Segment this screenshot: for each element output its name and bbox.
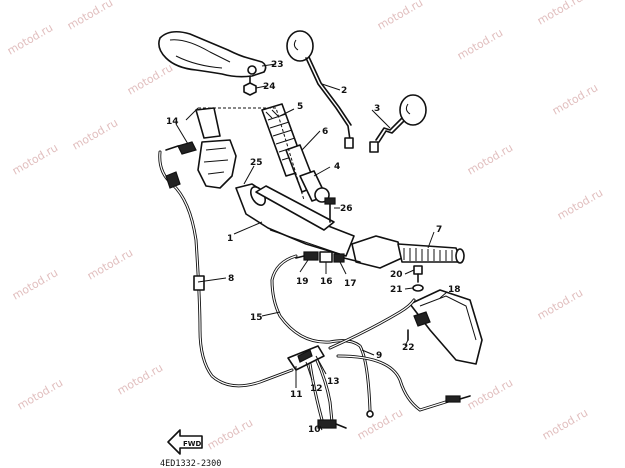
callout-9: 9 xyxy=(376,351,382,361)
callout-18: 18 xyxy=(448,285,461,295)
handlebar-part xyxy=(235,183,355,257)
callout-20: 20 xyxy=(390,270,403,280)
cable-junction-part xyxy=(287,345,325,371)
cable-part xyxy=(158,150,294,388)
watermark: motod.ru xyxy=(555,186,605,222)
callout-4: 4 xyxy=(334,162,340,172)
watermark: motod.ru xyxy=(85,246,135,282)
cable-part xyxy=(270,254,374,418)
callout-12: 12 xyxy=(310,384,323,394)
callout-8: 8 xyxy=(228,274,234,284)
watermark: motod.ru xyxy=(10,266,60,302)
callout-21: 21 xyxy=(390,285,403,295)
callout-22: 22 xyxy=(402,343,415,353)
watermark: motod.ru xyxy=(465,376,515,412)
cable-part xyxy=(328,298,471,412)
callout-6: 6 xyxy=(322,127,328,137)
callout-numbers: 1 2 3 4 5 6 7 8 9 10 11 12 13 14 15 16 1… xyxy=(166,60,461,435)
callout-23: 23 xyxy=(271,60,284,70)
watermark: motod.ru xyxy=(540,406,590,442)
watermark: motod.ru xyxy=(455,26,505,62)
lever-guard-part xyxy=(409,289,483,365)
watermark: motod.ru xyxy=(15,376,65,412)
arrow-label: FWD xyxy=(183,440,202,448)
diagram-code: 4ED1332-2300 xyxy=(160,459,221,468)
watermark: motod.ru xyxy=(355,406,405,442)
callout-17: 17 xyxy=(344,279,357,289)
callout-11: 11 xyxy=(290,390,303,400)
left-switch-part xyxy=(165,107,237,189)
right-grip-part xyxy=(351,235,465,269)
bolt-part xyxy=(324,197,336,223)
callout-14: 14 xyxy=(166,117,179,127)
throttle-grip-part xyxy=(261,103,330,203)
callout-24: 24 xyxy=(263,82,276,92)
watermark: motod.ru xyxy=(125,61,175,97)
watermark: motod.ru xyxy=(205,416,255,452)
right-switch-part xyxy=(295,251,361,263)
watermark: motod.ru xyxy=(465,141,515,177)
callout-15: 15 xyxy=(250,313,263,323)
callout-5: 5 xyxy=(297,102,303,112)
watermark: motod.ru xyxy=(535,0,585,28)
callout-19: 19 xyxy=(296,277,309,287)
screw-part xyxy=(412,265,424,292)
watermark: motod.ru xyxy=(375,0,425,33)
callout-25: 25 xyxy=(250,158,263,168)
mirror-left-part xyxy=(286,30,354,149)
callout-13: 13 xyxy=(327,377,340,387)
watermark: motod.ru xyxy=(5,21,55,57)
watermark: motod.ru xyxy=(550,81,600,117)
callout-3: 3 xyxy=(374,104,380,114)
watermark: motod.ru xyxy=(10,141,60,177)
callout-7: 7 xyxy=(436,225,442,235)
watermark: motod.ru xyxy=(535,286,585,322)
callout-26: 26 xyxy=(340,204,353,214)
callout-2: 2 xyxy=(341,86,347,96)
mirror-right-part xyxy=(369,94,427,153)
watermark: motod.ru xyxy=(115,361,165,397)
nut-part xyxy=(243,82,257,96)
callout-10: 10 xyxy=(308,425,321,435)
watermark: motod.ru xyxy=(70,116,120,152)
callout-1: 1 xyxy=(227,234,233,244)
hand-guard-part xyxy=(158,30,267,78)
callout-16: 16 xyxy=(320,277,333,287)
leader-lines xyxy=(175,63,448,431)
forward-arrow-icon: FWD xyxy=(167,429,203,455)
cable-part xyxy=(308,356,347,429)
watermark: motod.ru xyxy=(65,0,115,33)
